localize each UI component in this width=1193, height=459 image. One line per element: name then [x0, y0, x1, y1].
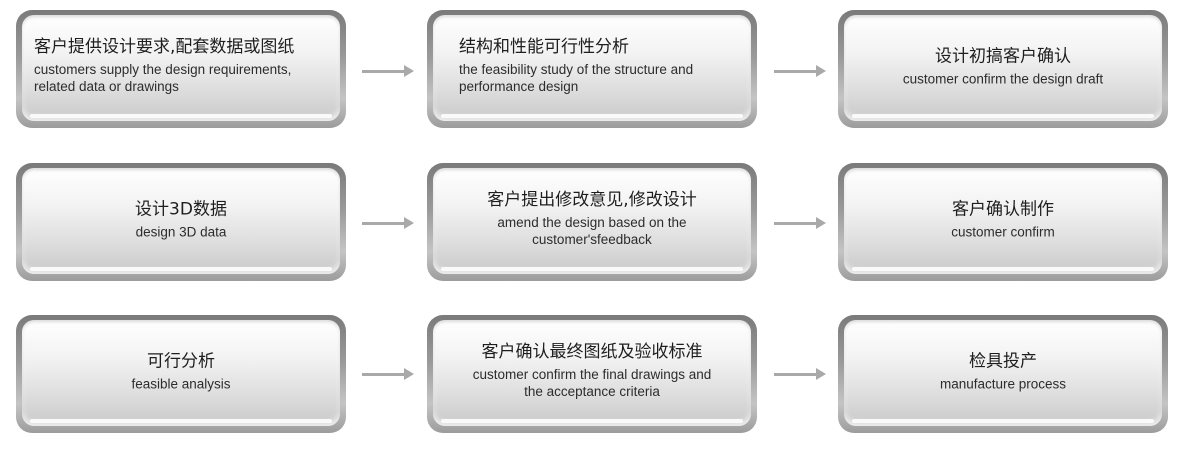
step-1-subtitle: customers supply the design requirements… — [34, 62, 292, 95]
arrow-5-6 — [774, 216, 826, 230]
arrow-right-icon — [362, 217, 414, 229]
step-1-title: 客户提供设计要求,配套数据或图纸 — [34, 37, 295, 58]
arrow-right-icon — [774, 65, 826, 77]
step-5-panel: 客户提出修改意见,修改设计 amend the design based on … — [433, 168, 751, 274]
arrow-1-2 — [362, 64, 414, 78]
step-7-content: 可行分析 feasible analysis — [22, 350, 340, 392]
step-3-panel: 设计初搞客户确认 customer confirm the design dra… — [844, 15, 1162, 121]
arrow-2-3 — [774, 64, 826, 78]
arrow-right-icon — [362, 65, 414, 77]
step-5-box: 客户提出修改意见,修改设计 amend the design based on … — [427, 163, 757, 281]
step-6-subtitle: customer confirm — [951, 224, 1055, 240]
step-4-title: 设计3D数据 — [135, 199, 227, 220]
step-6-title: 客户确认制作 — [952, 199, 1054, 220]
arrow-right-icon — [774, 368, 826, 380]
step-1-content: 客户提供设计要求,配套数据或图纸 customers supply the de… — [22, 36, 340, 95]
step-6-box: 客户确认制作 customer confirm — [838, 163, 1168, 281]
step-3-content: 设计初搞客户确认 customer confirm the design dra… — [844, 45, 1162, 87]
step-7-panel: 可行分析 feasible analysis — [22, 320, 340, 426]
step-2-panel: 结构和性能可行性分析 the feasibility study of the … — [433, 15, 751, 121]
step-7-title: 可行分析 — [147, 351, 215, 372]
step-9-panel: 检具投产 manufacture process — [844, 320, 1162, 426]
step-8-box: 客户确认最终图纸及验收标准 customer confirm the final… — [427, 315, 757, 433]
arrow-8-9 — [774, 367, 826, 381]
step-3-title: 设计初搞客户确认 — [935, 46, 1071, 67]
step-3-box: 设计初搞客户确认 customer confirm the design dra… — [838, 10, 1168, 128]
step-4-content: 设计3D数据 design 3D data — [22, 198, 340, 240]
step-7-box: 可行分析 feasible analysis — [16, 315, 346, 433]
step-9-box: 检具投产 manufacture process — [838, 315, 1168, 433]
step-4-panel: 设计3D数据 design 3D data — [22, 168, 340, 274]
step-2-content: 结构和性能可行性分析 the feasibility study of the … — [433, 36, 751, 95]
step-2-subtitle: the feasibility study of the structure a… — [459, 62, 694, 95]
step-9-content: 检具投产 manufacture process — [844, 350, 1162, 392]
step-1-panel: 客户提供设计要求,配套数据或图纸 customers supply the de… — [22, 15, 340, 121]
step-5-subtitle: amend the design based on the customer's… — [497, 215, 687, 248]
step-6-content: 客户确认制作 customer confirm — [844, 198, 1162, 240]
step-5-content: 客户提出修改意见,修改设计 amend the design based on … — [433, 189, 751, 248]
step-2-title: 结构和性能可行性分析 — [459, 37, 629, 58]
step-4-box: 设计3D数据 design 3D data — [16, 163, 346, 281]
step-8-subtitle: customer confirm the final drawings and … — [472, 367, 712, 400]
arrow-right-icon — [362, 368, 414, 380]
step-9-subtitle: manufacture process — [939, 376, 1067, 392]
step-3-subtitle: customer confirm the design draft — [902, 71, 1104, 87]
arrow-7-8 — [362, 367, 414, 381]
step-6-panel: 客户确认制作 customer confirm — [844, 168, 1162, 274]
step-7-subtitle: feasible analysis — [131, 376, 231, 392]
step-8-title: 客户确认最终图纸及验收标准 — [481, 342, 703, 363]
arrow-right-icon — [774, 217, 826, 229]
step-8-panel: 客户确认最终图纸及验收标准 customer confirm the final… — [433, 320, 751, 426]
step-8-content: 客户确认最终图纸及验收标准 customer confirm the final… — [433, 341, 751, 400]
step-2-box: 结构和性能可行性分析 the feasibility study of the … — [427, 10, 757, 128]
step-9-title: 检具投产 — [969, 351, 1037, 372]
step-4-subtitle: design 3D data — [135, 224, 227, 240]
step-1-box: 客户提供设计要求,配套数据或图纸 customers supply the de… — [16, 10, 346, 128]
step-5-title: 客户提出修改意见,修改设计 — [487, 190, 697, 211]
arrow-4-5 — [362, 216, 414, 230]
